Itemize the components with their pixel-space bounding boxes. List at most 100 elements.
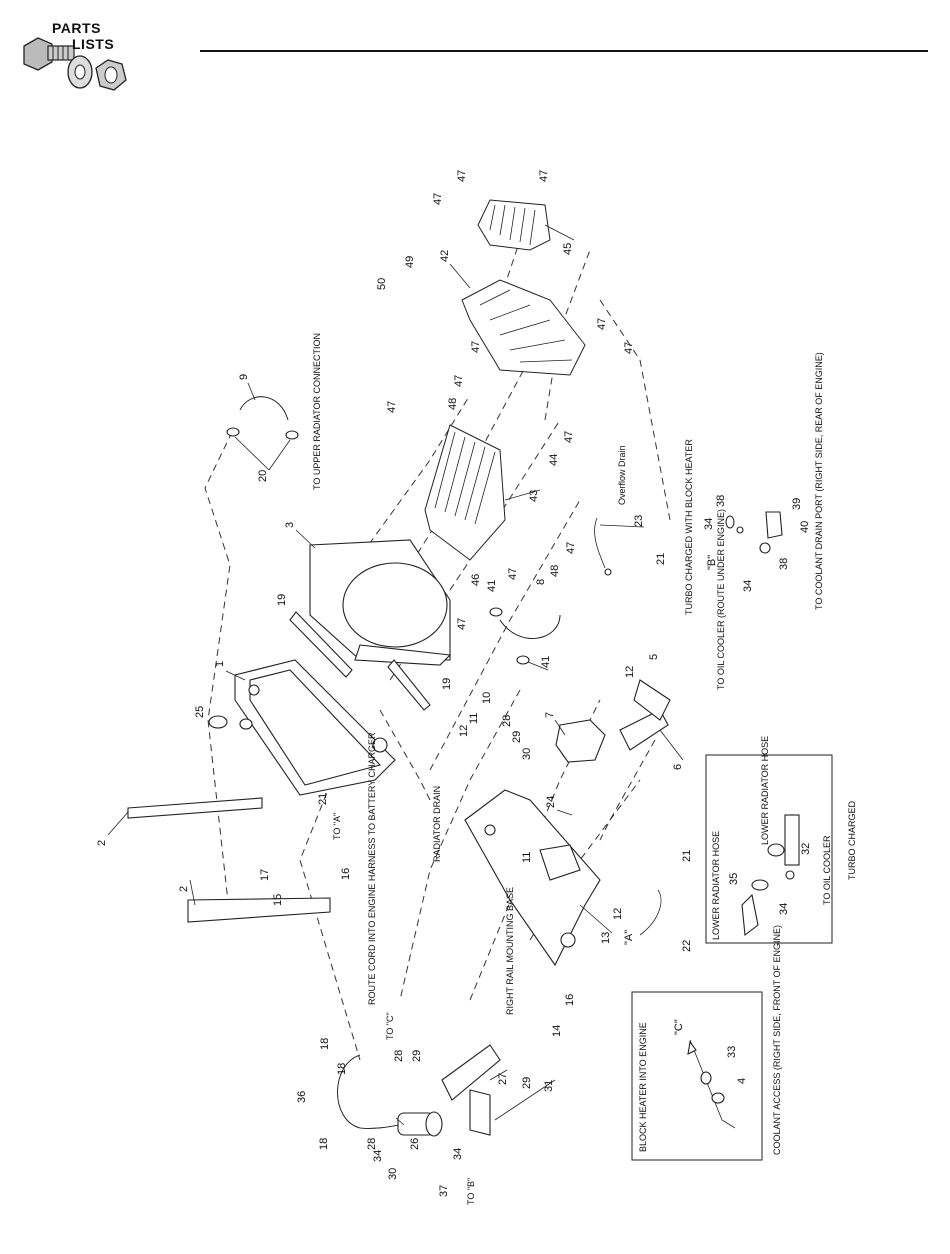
label-45: 45 bbox=[562, 243, 574, 255]
label-1: 1 bbox=[214, 661, 226, 667]
label-47k: 47 bbox=[507, 568, 519, 580]
inset-turbo-hose-label: LOWER RADIATOR HOSE bbox=[760, 736, 770, 845]
label-28c: 28 bbox=[366, 1138, 378, 1150]
label-40: 40 bbox=[799, 521, 811, 533]
label-36: 36 bbox=[296, 1091, 308, 1103]
nut-bolt-washer-icon bbox=[23, 37, 127, 91]
label-33: 33 bbox=[726, 1046, 738, 1058]
label-38a: 38 bbox=[715, 495, 727, 507]
label-47f: 47 bbox=[470, 341, 482, 353]
label-34a: 34 bbox=[703, 518, 715, 530]
label-11b: 11 bbox=[521, 852, 533, 863]
part-7-coolant-tank bbox=[555, 719, 606, 763]
part-27-rail bbox=[441, 1044, 501, 1136]
part-3-fan-shroud bbox=[309, 539, 452, 666]
label-14: 14 bbox=[551, 1025, 563, 1037]
callout-to-c: TO "C" bbox=[385, 1012, 395, 1040]
callout-texts: TO UPPER RADIATOR CONNECTION RADIATOR DR… bbox=[312, 333, 857, 1205]
part-2-side-rails bbox=[127, 797, 331, 923]
label-41a: 41 bbox=[486, 580, 498, 592]
leader-lines bbox=[107, 224, 684, 1126]
callout-marker-a: "A" bbox=[623, 930, 635, 945]
label-19a: 19 bbox=[276, 594, 288, 606]
label-4: 4 bbox=[736, 1078, 748, 1084]
inset-block-heater-title: BLOCK HEATER INTO ENGINE bbox=[638, 1022, 648, 1152]
callout-radiator-drain: RADIATOR DRAIN bbox=[432, 786, 442, 862]
label-8: 8 bbox=[535, 579, 547, 585]
callout-to-oil-cooler-route: TO OIL COOLER (ROUTE UNDER ENGINE) bbox=[716, 509, 726, 690]
label-3: 3 bbox=[284, 522, 296, 528]
label-16a: 16 bbox=[340, 868, 352, 880]
label-50: 50 bbox=[376, 278, 388, 290]
label-17: 17 bbox=[259, 869, 271, 881]
label-34e: 34 bbox=[452, 1148, 464, 1160]
label-18b: 18 bbox=[336, 1063, 348, 1075]
label-12a: 12 bbox=[458, 725, 470, 737]
callout-to-a: TO "A" bbox=[332, 813, 342, 840]
label-25: 25 bbox=[194, 706, 206, 718]
part-43-fan-guard bbox=[424, 424, 506, 561]
label-29a: 29 bbox=[511, 731, 523, 743]
callout-marker-c: "C" bbox=[673, 1019, 685, 1035]
part-labels: 1 2 2 3 4 5 6 7 8 9 10 11 11 12 12 12 13… bbox=[96, 170, 812, 1197]
part-26-block-heater bbox=[397, 1111, 443, 1137]
label-47e: 47 bbox=[623, 342, 635, 354]
part-20-clamps bbox=[226, 427, 299, 440]
label-41b: 41 bbox=[540, 656, 552, 668]
label-18c: 18 bbox=[319, 1038, 331, 1050]
label-28b: 28 bbox=[393, 1050, 405, 1062]
label-38b: 38 bbox=[778, 558, 790, 570]
label-29c: 29 bbox=[521, 1077, 533, 1089]
label-2a: 2 bbox=[96, 840, 108, 846]
label-47d: 47 bbox=[596, 318, 608, 330]
callout-coolant-drain-port: TO COOLANT DRAIN PORT (RIGHT SIDE, REAR … bbox=[814, 352, 824, 610]
label-11a: 11 bbox=[468, 713, 480, 724]
label-47j: 47 bbox=[565, 542, 577, 554]
label-10: 10 bbox=[481, 692, 493, 704]
part-25-radiator-cap bbox=[208, 715, 253, 730]
label-47b: 47 bbox=[538, 170, 550, 182]
label-30a: 30 bbox=[521, 748, 533, 760]
part-6-bracket bbox=[619, 679, 671, 751]
label-46: 46 bbox=[470, 574, 482, 586]
label-47g: 47 bbox=[453, 375, 465, 387]
label-47l: 47 bbox=[456, 618, 468, 630]
label-37: 37 bbox=[438, 1185, 450, 1197]
label-29b: 29 bbox=[411, 1050, 423, 1062]
label-21c: 21 bbox=[681, 850, 693, 862]
inset-turbo-to-oil-cooler: TO OIL COOLER bbox=[822, 835, 832, 905]
label-21a: 21 bbox=[317, 793, 329, 805]
label-12c: 12 bbox=[612, 908, 624, 920]
callout-right-rail: RIGHT RAIL MOUNTING BASE bbox=[505, 887, 515, 1015]
logo-text-parts: PARTS bbox=[52, 20, 101, 36]
label-27: 27 bbox=[497, 1073, 509, 1085]
inset-turbo-charged bbox=[705, 754, 833, 944]
callout-to-b: TO "B" bbox=[466, 1178, 476, 1205]
label-13: 13 bbox=[600, 932, 612, 944]
part-45-guard bbox=[477, 199, 551, 251]
label-30b: 30 bbox=[387, 1168, 399, 1180]
label-5: 5 bbox=[648, 654, 660, 660]
callout-to-upper-radiator: TO UPPER RADIATOR CONNECTION bbox=[312, 333, 322, 490]
label-22: 22 bbox=[681, 940, 693, 952]
label-35: 35 bbox=[728, 873, 740, 885]
callout-route-cord: ROUTE CORD INTO ENGINE HARNESS TO BATTER… bbox=[367, 732, 377, 1005]
label-47a: 47 bbox=[456, 170, 468, 182]
label-15: 15 bbox=[272, 894, 284, 906]
label-34d: 34 bbox=[372, 1150, 384, 1162]
turbo-fittings bbox=[725, 511, 783, 554]
label-47c: 47 bbox=[432, 193, 444, 205]
label-19b: 19 bbox=[441, 678, 453, 690]
label-24: 24 bbox=[545, 796, 557, 808]
right-rail-mounting-base bbox=[464, 789, 601, 967]
label-34b: 34 bbox=[742, 580, 754, 592]
part-22-hose bbox=[639, 889, 662, 936]
label-16b: 16 bbox=[564, 994, 576, 1006]
label-9: 9 bbox=[238, 374, 250, 380]
label-23: 23 bbox=[633, 515, 645, 527]
part-8-lower-hose bbox=[489, 607, 561, 665]
label-21b: 21 bbox=[655, 553, 667, 565]
inset-block-heater bbox=[631, 991, 763, 1161]
label-34c: 34 bbox=[778, 903, 790, 915]
